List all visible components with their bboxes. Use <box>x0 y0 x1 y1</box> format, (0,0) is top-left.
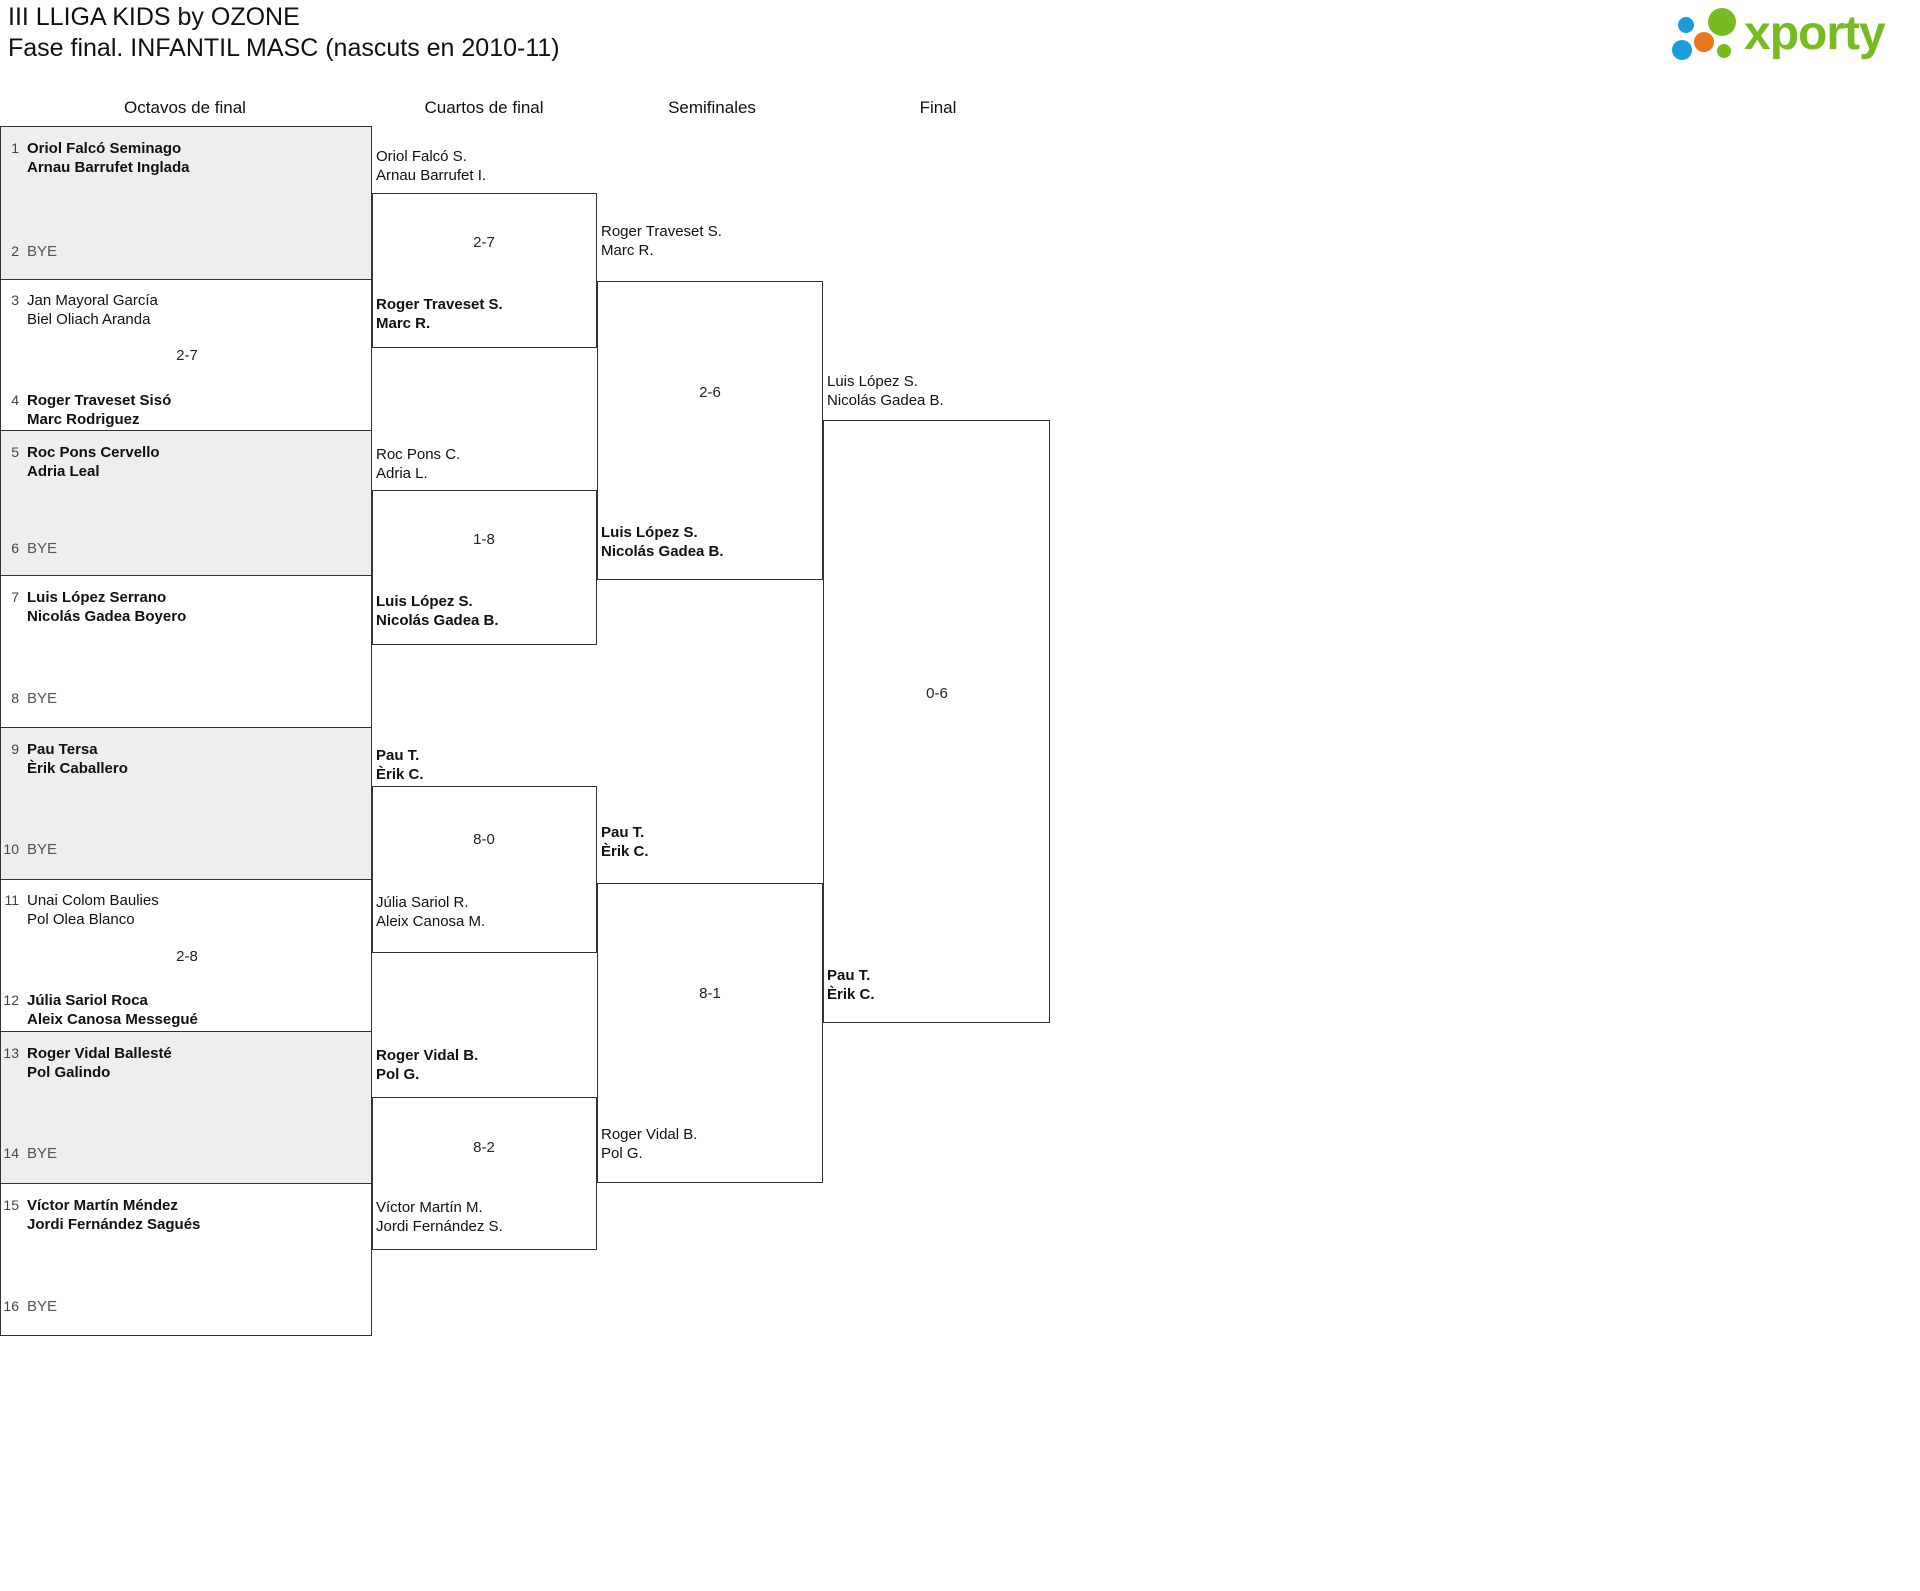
seed-number: 3 <box>11 292 19 308</box>
qf-match-3-box[interactable] <box>372 786 597 953</box>
seed-names: Jan Mayoral García Biel Oliach Aranda <box>27 292 158 328</box>
seed-names: Oriol Falcó Seminago Arnau Barrufet Ingl… <box>27 140 190 176</box>
seed-names: BYE <box>27 1298 58 1315</box>
qf-slot-1: Oriol Falcó S. Arnau Barrufet I. <box>376 148 487 184</box>
qf-slot-6: Júlia Sariol R. Aleix Canosa M. <box>376 894 486 930</box>
r1-match-3[interactable]: 5 Roc Pons Cervello Adria Leal 6 BYE <box>0 430 372 575</box>
r1-match-2[interactable]: 3 Jan Mayoral García Biel Oliach Aranda … <box>0 279 372 430</box>
qf-match-2-box[interactable] <box>372 490 597 645</box>
seed-names: BYE <box>27 690 58 707</box>
r1-match-1[interactable]: 1 Oriol Falcó Seminago Arnau Barrufet In… <box>0 126 372 279</box>
seed-number: 13 <box>3 1045 19 1061</box>
seed-names: BYE <box>27 841 58 858</box>
qf-slot-8: Víctor Martín M. Jordi Fernández S. <box>376 1199 503 1235</box>
final-slot-2-champion: Pau T. Èrik C. <box>827 967 875 1003</box>
qf-slot-2: Roger Traveset S. Marc R. <box>376 296 503 332</box>
sf-slot-2: Luis López S. Nicolás Gadea B. <box>601 524 724 560</box>
round-header-cuartos: Cuartos de final <box>424 98 544 117</box>
logo-wordmark: xporty <box>1744 7 1886 60</box>
tournament-title: III LLIGA KIDS by OZONE <box>8 3 300 31</box>
sf-score-1: 2-6 <box>699 384 721 401</box>
seed-names: Roger Vidal Ballesté Pol Galindo <box>27 1045 172 1081</box>
final-slot-1: Luis López S. Nicolás Gadea B. <box>827 373 944 409</box>
round-header-octavos: Octavos de final <box>124 98 246 117</box>
seed-names: BYE <box>27 540 58 557</box>
final-match-box[interactable] <box>823 420 1050 1023</box>
seed-number: 7 <box>11 589 19 605</box>
seed-number: 14 <box>3 1145 19 1161</box>
qf-slot-5: Pau T. Èrik C. <box>376 747 424 783</box>
seed-number: 6 <box>11 540 19 556</box>
seed-number: 16 <box>3 1298 19 1314</box>
qf-score-3: 8-0 <box>473 831 495 848</box>
qf-slot-3: Roc Pons C. Adria L. <box>376 446 461 482</box>
seed-number: 2 <box>11 243 19 259</box>
r1-match-5[interactable]: 9 Pau Tersa Èrik Caballero 10 BYE <box>0 727 372 879</box>
final-score: 0-6 <box>926 685 948 702</box>
qf-score-2: 1-8 <box>473 531 495 548</box>
qf-slot-4: Luis López S. Nicolás Gadea B. <box>376 593 499 629</box>
seed-number: 12 <box>3 992 19 1008</box>
seed-names: BYE <box>27 1145 58 1162</box>
seed-number: 5 <box>11 444 19 460</box>
title-block: III LLIGA KIDS by OZONE Fase final. INFA… <box>8 2 560 64</box>
round-header-final: Final <box>919 98 957 117</box>
logo-dots-icon <box>1670 6 1748 62</box>
sf-slot-3: Pau T. Èrik C. <box>601 824 649 860</box>
seed-number: 15 <box>3 1197 19 1213</box>
seed-names: Pau Tersa Èrik Caballero <box>27 741 128 777</box>
r1-match-6[interactable]: 11 Unai Colom Baulies Pol Olea Blanco 2-… <box>0 879 372 1031</box>
qf-score-1: 2-7 <box>473 234 495 251</box>
seed-number: 1 <box>11 140 19 156</box>
round-header-semifinales: Semifinales <box>668 98 756 117</box>
qf-match-1-box[interactable] <box>372 193 597 348</box>
seed-names: BYE <box>27 243 58 260</box>
r1-match-4[interactable]: 7 Luis López Serrano Nicolás Gadea Boyer… <box>0 575 372 727</box>
r1-match-7[interactable]: 13 Roger Vidal Ballesté Pol Galindo 14 B… <box>0 1031 372 1183</box>
qf-slot-7: Roger Vidal B. Pol G. <box>376 1047 479 1083</box>
r1-match-8[interactable]: 15 Víctor Martín Méndez Jordi Fernández … <box>0 1183 372 1336</box>
sf-slot-1: Roger Traveset S. Marc R. <box>601 223 722 259</box>
qf-score-4: 8-2 <box>473 1139 495 1156</box>
seed-number: 9 <box>11 741 19 757</box>
seed-number: 4 <box>11 392 19 408</box>
seed-number: 10 <box>3 841 19 857</box>
seed-number: 11 <box>4 892 19 908</box>
seed-names: Júlia Sariol Roca Aleix Canosa Messegué <box>27 992 198 1028</box>
sf-slot-4: Roger Vidal B. Pol G. <box>601 1126 698 1162</box>
xporty-logo[interactable]: xporty <box>1670 6 1902 62</box>
sf-match-1-box[interactable] <box>597 281 823 580</box>
page-header: III LLIGA KIDS by OZONE Fase final. INFA… <box>0 0 1920 72</box>
seed-names: Víctor Martín Méndez Jordi Fernández Sag… <box>27 1197 201 1233</box>
r1-score-2: 2-8 <box>176 948 198 965</box>
seed-number: 8 <box>11 690 19 706</box>
r1-score-1: 2-7 <box>176 347 198 364</box>
seed-names: Unai Colom Baulies Pol Olea Blanco <box>27 892 159 928</box>
seed-names: Roger Traveset Sisó Marc Rodriguez <box>27 392 172 428</box>
tournament-subtitle: Fase final. INFANTIL MASC (nascuts en 20… <box>8 34 560 62</box>
seed-names: Luis López Serrano Nicolás Gadea Boyero <box>27 589 187 625</box>
sf-match-2-box[interactable] <box>597 883 823 1183</box>
sf-score-2: 8-1 <box>699 985 721 1002</box>
qf-match-4-box[interactable] <box>372 1097 597 1250</box>
seed-names: Roc Pons Cervello Adria Leal <box>27 444 160 480</box>
